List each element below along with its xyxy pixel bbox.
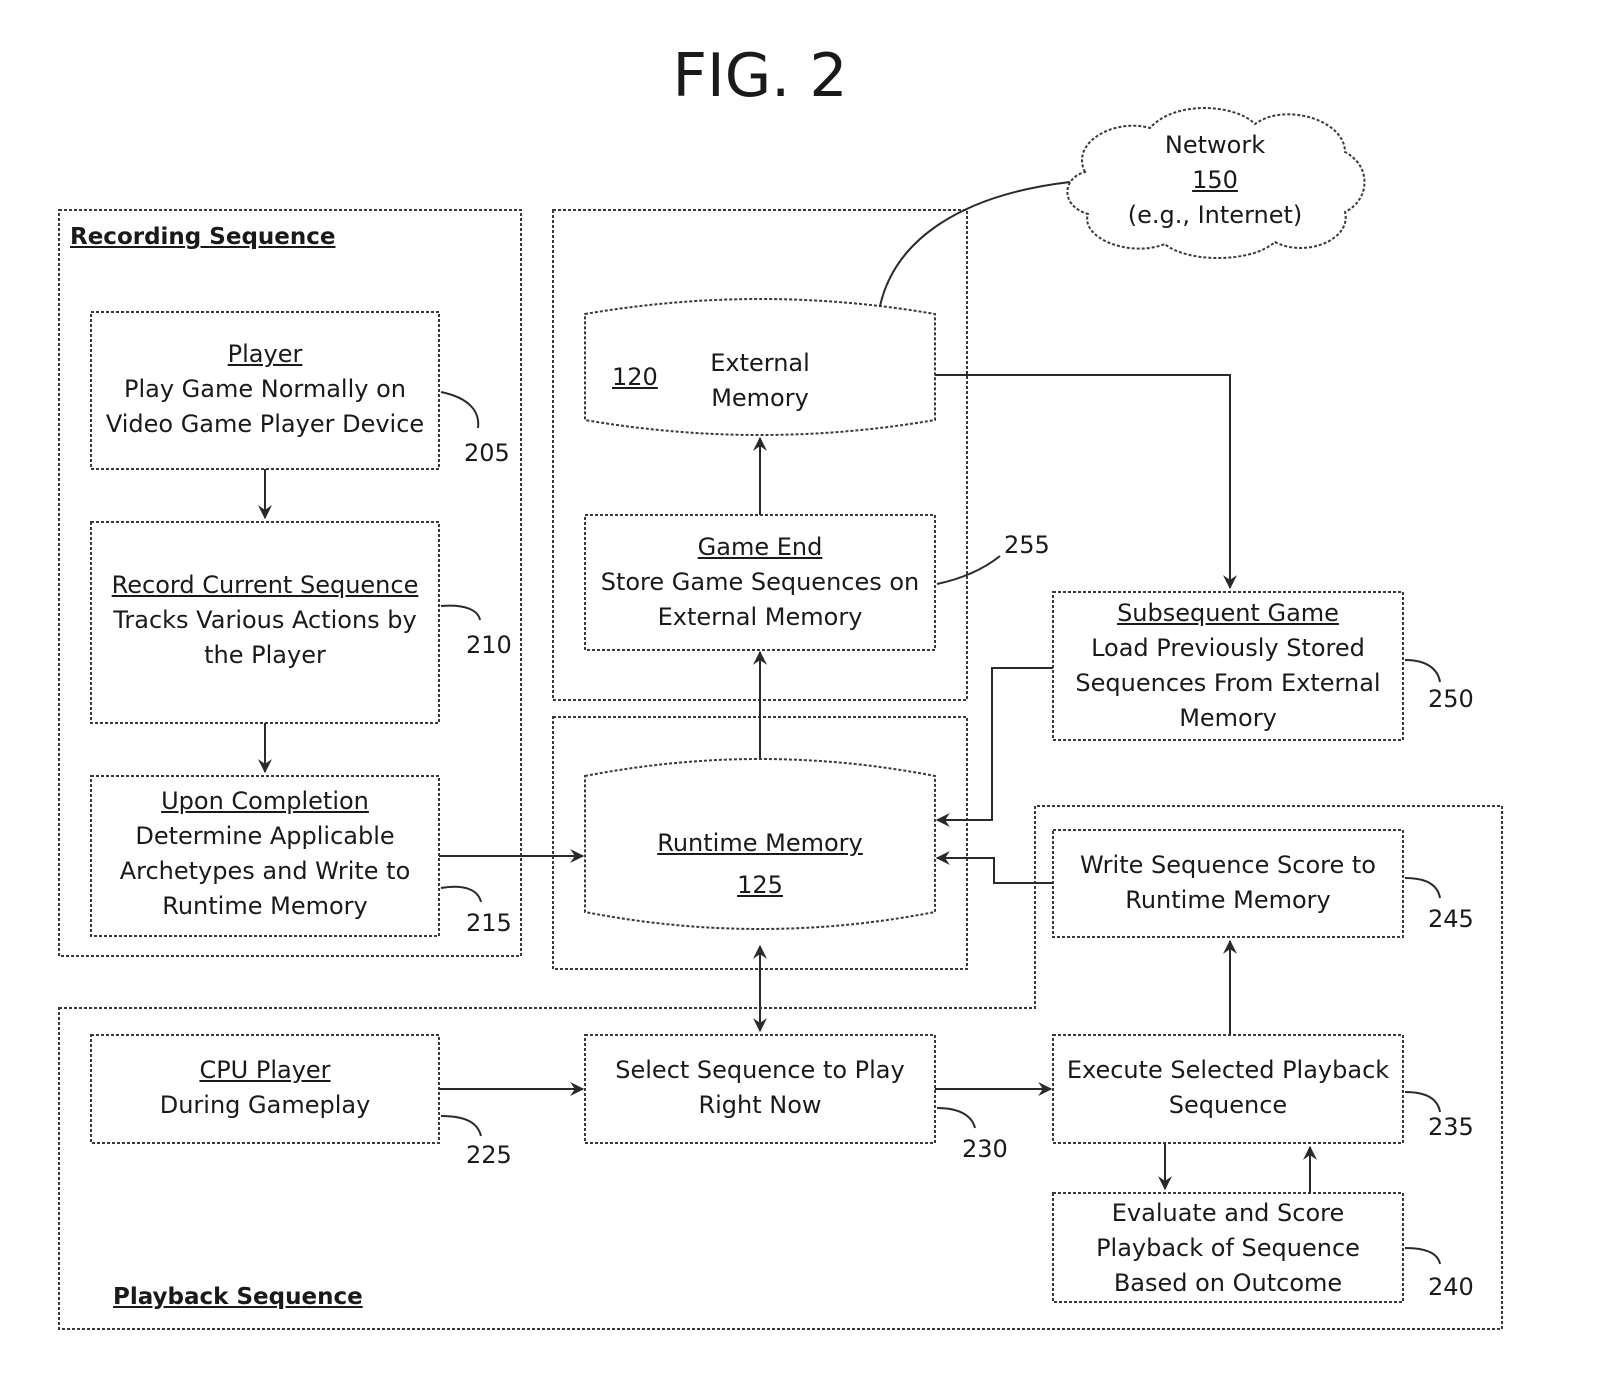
runtime-memory-label: Runtime Memory 125 xyxy=(585,822,935,906)
network-example: (e.g., Internet) xyxy=(1127,201,1303,229)
leader-235 xyxy=(1404,1091,1441,1113)
box-205-line2: Video Game Player Device xyxy=(105,410,425,438)
box-235-line2: Sequence xyxy=(1168,1091,1288,1119)
arrow-external-250 xyxy=(935,374,1237,590)
ref-240: 240 xyxy=(1428,1273,1474,1301)
box-255-line2: External Memory xyxy=(657,603,863,631)
box-235 xyxy=(1052,1034,1404,1144)
box-240-line3: Based on Outcome xyxy=(1113,1269,1343,1297)
box-245-line2: Runtime Memory xyxy=(1125,886,1331,914)
box-245-text: Write Sequence Score to Runtime Memory xyxy=(1053,848,1403,918)
playback-sequence-group xyxy=(58,805,1503,1330)
box-240-line2: Playback of Sequence xyxy=(1096,1234,1360,1262)
box-215-line2: Archetypes and Write to xyxy=(119,857,411,885)
runtime-memory-cylinder xyxy=(584,758,936,930)
arrow-250-runtime xyxy=(935,667,1053,827)
box-215-text: Upon Completion Determine Applicable Arc… xyxy=(91,784,439,924)
box-215-line1: Determine Applicable xyxy=(135,822,395,850)
box-225-text: CPU Player During Gameplay xyxy=(91,1053,439,1123)
network-label: Network 150 (e.g., Internet) xyxy=(1110,128,1320,233)
box-210-line2: the Player xyxy=(204,641,326,669)
box-250-line3: Memory xyxy=(1179,704,1277,732)
ref-210: 210 xyxy=(466,631,512,659)
box-210-text: Record Current Sequence Tracks Various A… xyxy=(91,568,439,673)
box-205 xyxy=(90,311,440,470)
box-250-text: Subsequent Game Load Previously Stored S… xyxy=(1053,596,1403,736)
box-255-title: Game End xyxy=(697,533,823,561)
ref-235: 235 xyxy=(1428,1113,1474,1141)
external-memory-label: External Memory xyxy=(680,346,840,416)
arrow-245-runtime xyxy=(935,851,1053,884)
leader-215 xyxy=(440,885,482,903)
box-230-text: Select Sequence to Play Right Now xyxy=(585,1053,935,1123)
box-250-line2: Sequences From External xyxy=(1075,669,1381,697)
ref-215: 215 xyxy=(466,909,512,937)
box-215-line3: Runtime Memory xyxy=(162,892,368,920)
leader-240 xyxy=(1404,1247,1441,1265)
box-230 xyxy=(584,1034,936,1144)
leader-210 xyxy=(440,604,481,621)
box-250 xyxy=(1052,591,1404,741)
external-memory-line1: External xyxy=(710,349,810,377)
recording-sequence-group xyxy=(58,209,522,957)
box-255-line1: Store Game Sequences on xyxy=(600,568,920,596)
box-250-line1: Load Previously Stored xyxy=(1091,634,1365,662)
ref-205: 205 xyxy=(464,439,510,467)
box-240-line1: Evaluate and Score xyxy=(1111,1199,1345,1227)
box-235-text: Execute Selected Playback Sequence xyxy=(1053,1053,1403,1123)
box-205-title: Player xyxy=(227,340,303,368)
ref-255: 255 xyxy=(1004,531,1050,559)
ref-225: 225 xyxy=(466,1141,512,1169)
box-205-text: Player Play Game Normally on Video Game … xyxy=(91,337,439,442)
box-225-title: CPU Player xyxy=(199,1056,331,1084)
runtime-memory-number: 125 xyxy=(737,871,783,899)
network-cloud xyxy=(1066,107,1366,259)
box-210-title: Record Current Sequence xyxy=(111,571,419,599)
box-245-line1: Write Sequence Score to xyxy=(1080,851,1376,879)
leader-245 xyxy=(1404,877,1441,899)
box-250-title: Subsequent Game xyxy=(1117,599,1339,627)
ref-230: 230 xyxy=(962,1135,1008,1163)
external-memory-line2: Memory xyxy=(711,384,809,412)
leader-250 xyxy=(1404,659,1441,683)
figure-title: FIG. 2 xyxy=(672,41,848,111)
box-215-title: Upon Completion xyxy=(161,787,369,815)
box-230-line2: Right Now xyxy=(698,1091,822,1119)
box-235-line1: Execute Selected Playback xyxy=(1066,1056,1390,1084)
network-number: 150 xyxy=(1192,166,1238,194)
leader-230 xyxy=(936,1107,976,1129)
box-230-line1: Select Sequence to Play xyxy=(615,1056,905,1084)
box-205-line1: Play Game Normally on xyxy=(124,375,406,403)
external-memory-cylinder xyxy=(584,298,936,436)
box-210-line1: Tracks Various Actions by xyxy=(113,606,417,634)
box-225-line1: During Gameplay xyxy=(159,1091,371,1119)
box-240 xyxy=(1052,1192,1404,1303)
box-240-text: Evaluate and Score Playback of Sequence … xyxy=(1053,1196,1403,1301)
box-255-text: Game End Store Game Sequences on Externa… xyxy=(585,530,935,635)
network-name: Network xyxy=(1164,131,1266,159)
external-memory-number: 120 xyxy=(612,363,658,391)
leader-225 xyxy=(440,1115,482,1137)
ref-245: 245 xyxy=(1428,905,1474,933)
ref-250: 250 xyxy=(1428,685,1474,713)
network-link xyxy=(879,181,1071,307)
leader-255 xyxy=(936,555,1001,585)
playback-sequence-label: Playback Sequence xyxy=(113,1284,363,1310)
recording-sequence-label: Recording Sequence xyxy=(70,224,336,250)
runtime-memory-name: Runtime Memory xyxy=(657,829,863,857)
leader-205 xyxy=(440,391,480,429)
